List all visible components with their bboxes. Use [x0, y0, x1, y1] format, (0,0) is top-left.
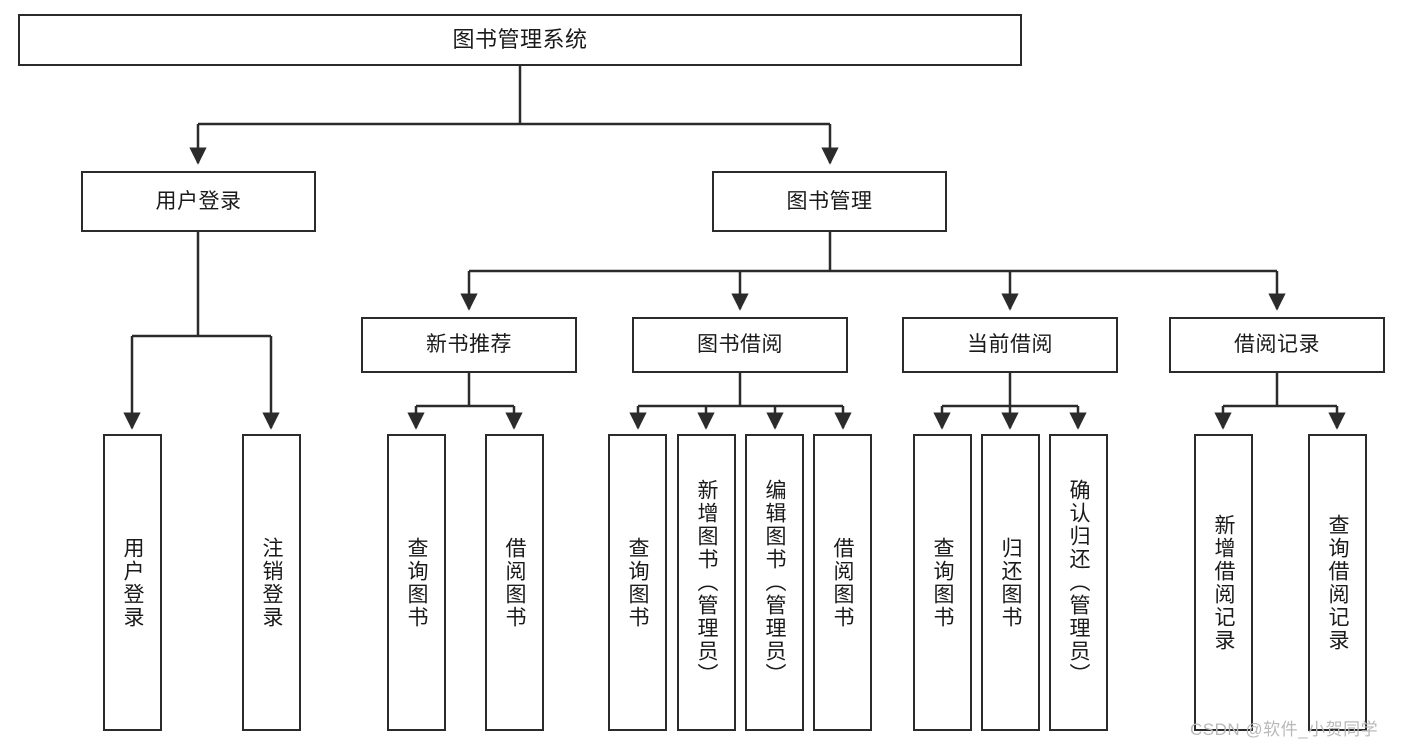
node-label: 用户登录 — [155, 189, 242, 213]
node-label: 注销登录 — [260, 536, 283, 629]
node-new-book-recommend[interactable]: 新书推荐 — [361, 317, 577, 373]
node-current-borrow[interactable]: 当前借阅 — [902, 317, 1118, 373]
node-label: 查询借阅记录 — [1326, 513, 1349, 652]
leaf-query-book-current[interactable]: 查询图书 — [913, 434, 972, 731]
node-label: 查询图书 — [626, 536, 649, 629]
leaf-edit-book-admin[interactable]: 编辑图书（管理员） — [745, 434, 804, 731]
node-label: 编辑图书（管理员） — [763, 479, 786, 686]
node-label: 新书推荐 — [426, 333, 512, 357]
node-user-login[interactable]: 用户登录 — [81, 171, 316, 232]
node-label: 借阅图书 — [831, 536, 854, 629]
node-borrow-record[interactable]: 借阅记录 — [1169, 317, 1385, 373]
node-book-management[interactable]: 图书管理 — [712, 171, 947, 232]
node-book-borrow[interactable]: 图书借阅 — [632, 317, 848, 373]
node-label: 当前借阅 — [967, 333, 1053, 357]
node-label: 图书管理 — [786, 189, 873, 213]
leaf-query-book-recommend[interactable]: 查询图书 — [387, 434, 446, 731]
node-label: 新增借阅记录 — [1212, 513, 1235, 652]
watermark-text: CSDN @软件_小贺同学 — [1190, 720, 1379, 739]
node-label: 借阅图书 — [503, 536, 526, 629]
node-label: 查询图书 — [405, 536, 428, 629]
node-label: 图书借阅 — [697, 333, 783, 357]
leaf-logout[interactable]: 注销登录 — [242, 434, 301, 731]
leaf-add-book-admin[interactable]: 新增图书（管理员） — [677, 434, 736, 731]
leaf-confirm-return-admin[interactable]: 确认归还（管理员） — [1049, 434, 1108, 731]
node-label: 借阅记录 — [1234, 333, 1320, 357]
node-label: 用户登录 — [121, 536, 144, 629]
leaf-add-borrow-record[interactable]: 新增借阅记录 — [1194, 434, 1253, 731]
node-label: 新增图书（管理员） — [695, 479, 718, 686]
leaf-query-borrow-record[interactable]: 查询借阅记录 — [1308, 434, 1367, 731]
leaf-return-book[interactable]: 归还图书 — [981, 434, 1040, 731]
node-label: 图书管理系统 — [452, 27, 588, 53]
node-label: 归还图书 — [999, 536, 1022, 629]
node-label: 确认归还（管理员） — [1067, 479, 1090, 686]
leaf-borrow-book[interactable]: 借阅图书 — [813, 434, 872, 731]
node-root-system[interactable]: 图书管理系统 — [18, 14, 1022, 66]
leaf-borrow-book-recommend[interactable]: 借阅图书 — [485, 434, 544, 731]
leaf-query-book-borrow[interactable]: 查询图书 — [608, 434, 667, 731]
node-label: 查询图书 — [931, 536, 954, 629]
leaf-user-login[interactable]: 用户登录 — [103, 434, 162, 731]
